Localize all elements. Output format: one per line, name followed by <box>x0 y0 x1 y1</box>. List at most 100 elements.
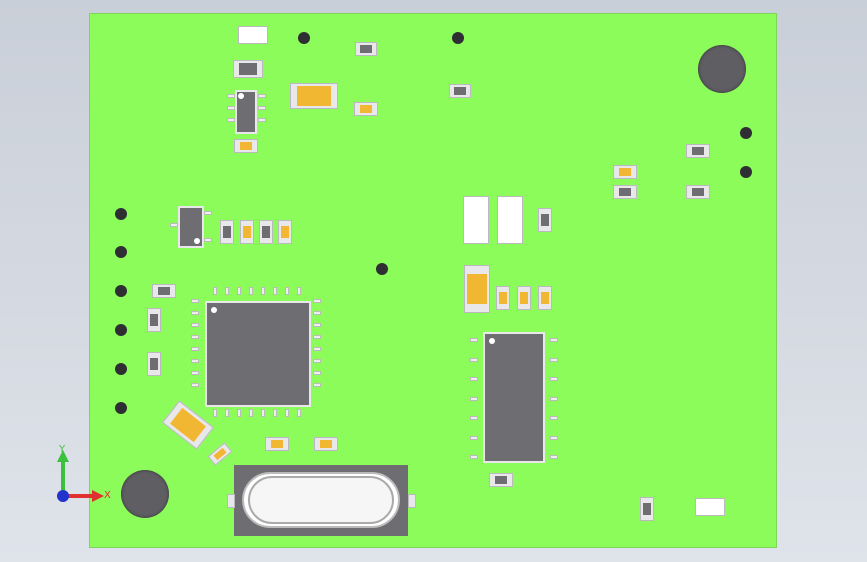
ic-pin <box>285 409 289 417</box>
ic-pin <box>213 287 217 295</box>
crystal-oscillator[interactable] <box>234 465 408 536</box>
ic-pin <box>470 357 478 362</box>
ic-pin <box>550 416 558 420</box>
ic-pin <box>225 287 229 295</box>
ic-pin <box>191 383 199 387</box>
ic-pin <box>273 287 277 295</box>
header-pin <box>115 324 127 336</box>
y-axis-label: Y <box>58 444 66 455</box>
resistor-smd[interactable] <box>640 497 654 521</box>
sot-ic[interactable] <box>178 206 204 248</box>
crystal-pad-left <box>227 494 235 508</box>
ic-pin <box>191 371 199 375</box>
capacitor-tantalum[interactable] <box>290 83 338 109</box>
via <box>298 32 310 44</box>
via <box>740 166 752 178</box>
resistor-smd[interactable] <box>355 42 377 56</box>
ic-pin <box>470 396 478 401</box>
z-axis-origin <box>57 490 69 502</box>
sot-ic[interactable] <box>235 90 257 134</box>
ic-pin <box>191 323 199 327</box>
capacitor-smd[interactable] <box>538 286 552 310</box>
resistor-smd[interactable] <box>686 185 710 199</box>
ic-pin <box>261 409 265 417</box>
ic-pin <box>261 287 265 295</box>
capacitor-smd[interactable] <box>314 437 338 451</box>
ic-pin <box>191 335 199 339</box>
capacitor-smd[interactable] <box>517 286 531 310</box>
via <box>376 263 388 275</box>
ic-pin <box>550 357 558 362</box>
ic-pin <box>313 323 321 327</box>
ic-pin <box>313 347 321 351</box>
capacitor-smd[interactable] <box>278 220 292 244</box>
header-pin <box>115 285 127 297</box>
resistor-smd[interactable] <box>147 308 161 332</box>
resistor-smd[interactable] <box>259 220 273 244</box>
resistor-smd[interactable] <box>152 284 176 298</box>
resistor-smd[interactable] <box>449 84 471 98</box>
ic-pin <box>285 287 289 295</box>
capacitor-smd[interactable] <box>265 437 289 451</box>
ic-pin <box>470 455 478 459</box>
ic-pin <box>550 338 558 342</box>
resistor-smd[interactable] <box>220 220 234 244</box>
resistor-smd[interactable] <box>147 352 161 376</box>
ic-pin <box>313 335 321 339</box>
capacitor-smd[interactable] <box>613 165 637 179</box>
ic-pin <box>550 435 558 440</box>
capacitor-large[interactable] <box>497 196 523 244</box>
ic-pin <box>313 299 321 303</box>
header-pin <box>115 363 127 375</box>
ic-pin <box>213 409 217 417</box>
capacitor-smd[interactable] <box>234 139 258 153</box>
x-axis-label: X <box>104 490 111 501</box>
ic-pin <box>191 299 199 303</box>
pcb-board <box>89 13 777 548</box>
ic-pin <box>225 409 229 417</box>
crystal-pad-right <box>408 494 416 508</box>
ic-pin <box>273 409 277 417</box>
header-pin <box>115 246 127 258</box>
ic-pin <box>249 287 253 295</box>
capacitor-large[interactable] <box>463 196 489 244</box>
capacitor-tantalum[interactable] <box>464 265 490 313</box>
via <box>452 32 464 44</box>
ic-pin <box>470 377 478 381</box>
ic-pin <box>249 409 253 417</box>
capacitor-smd[interactable] <box>354 102 378 116</box>
ic-pin <box>313 311 321 315</box>
via <box>740 127 752 139</box>
ic-pin <box>237 287 241 295</box>
soic-ic[interactable] <box>483 332 545 463</box>
axis-triad: Y X <box>57 444 111 502</box>
resistor-smd[interactable] <box>238 26 268 44</box>
qfp-microcontroller[interactable] <box>205 301 311 407</box>
resistor-smd[interactable] <box>233 60 263 78</box>
ic-pin <box>313 371 321 375</box>
ic-pin <box>550 455 558 459</box>
ic-pin <box>313 359 321 363</box>
ic-pin <box>297 409 301 417</box>
y-axis-arrow <box>61 460 65 494</box>
mounting-hole-bottom-left <box>121 470 169 518</box>
ic-pin <box>297 287 301 295</box>
resistor-smd[interactable] <box>613 185 637 199</box>
header-pin <box>115 402 127 414</box>
header-pin <box>115 208 127 220</box>
resistor-smd[interactable] <box>695 498 725 516</box>
ic-pin <box>470 416 478 420</box>
capacitor-smd[interactable] <box>240 220 254 244</box>
capacitor-smd[interactable] <box>496 286 510 310</box>
ic-pin <box>237 409 241 417</box>
ic-pin <box>191 359 199 363</box>
resistor-smd[interactable] <box>489 473 513 487</box>
resistor-smd[interactable] <box>686 144 710 158</box>
ic-pin <box>191 311 199 315</box>
mounting-hole-top-right <box>698 45 746 93</box>
ic-pin <box>550 377 558 381</box>
resistor-smd[interactable] <box>538 208 552 232</box>
ic-pin <box>313 383 321 387</box>
ic-pin <box>470 338 478 342</box>
